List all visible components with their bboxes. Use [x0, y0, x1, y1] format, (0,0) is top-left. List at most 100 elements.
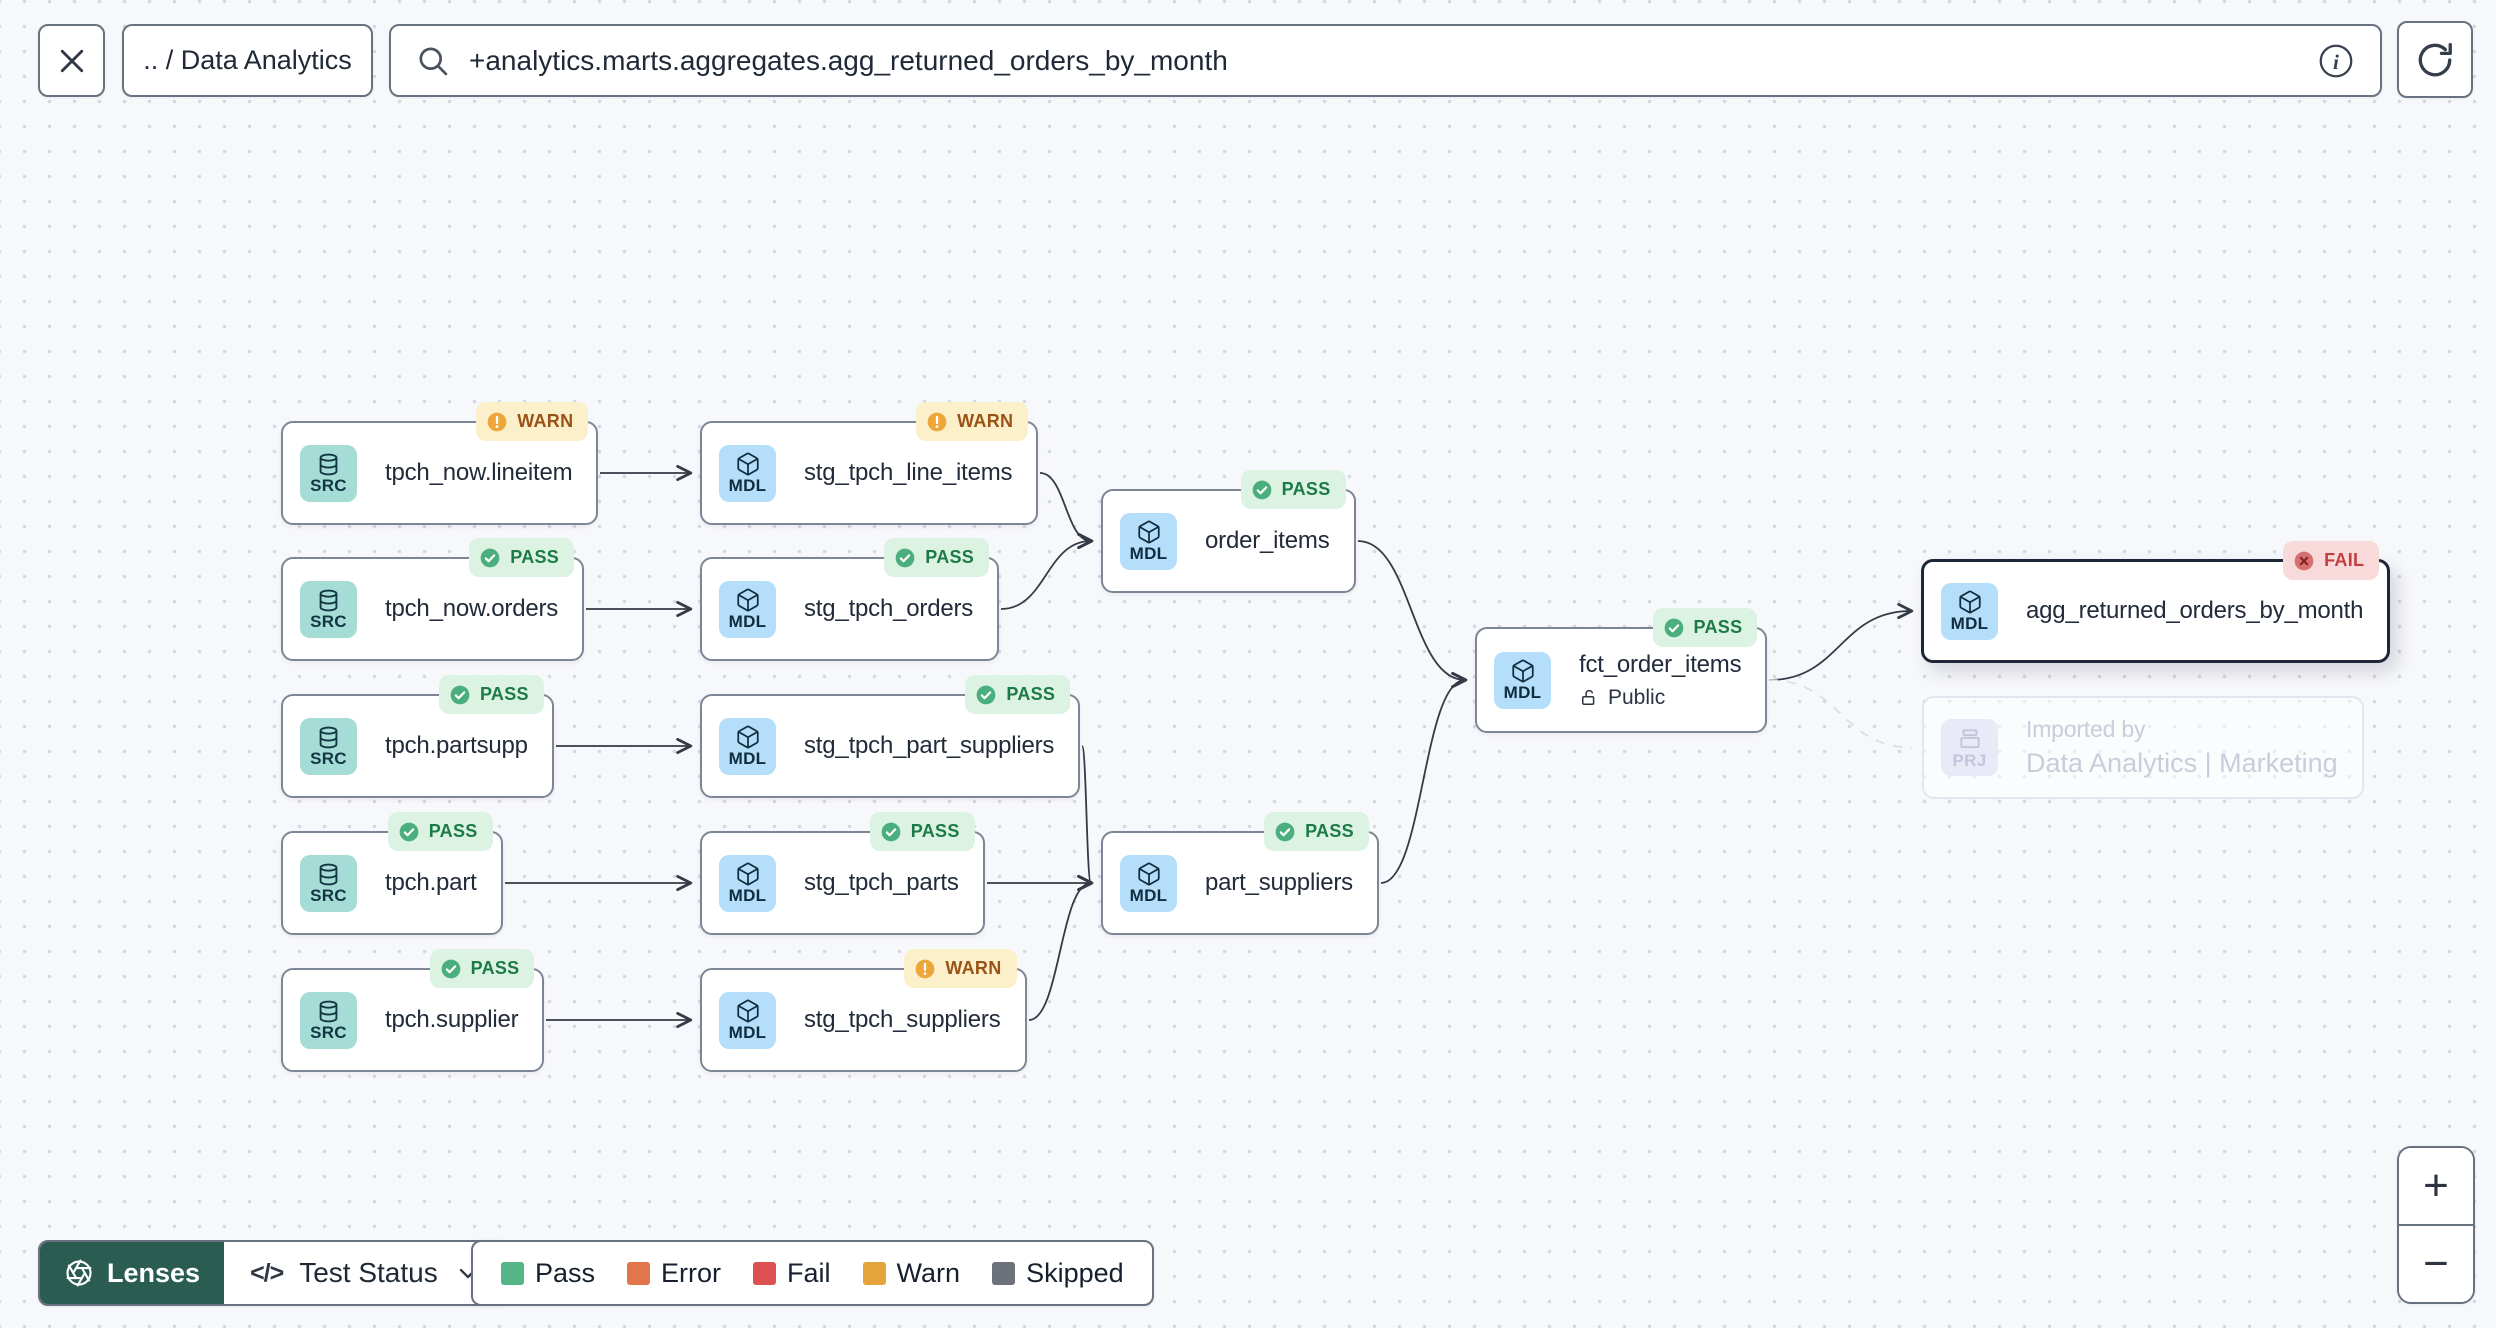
- breadcrumb-label: .. / Data Analytics: [143, 45, 352, 75]
- search-input[interactable]: [467, 43, 2300, 78]
- node-label: tpch_now.orders: [385, 595, 559, 622]
- node-labels: tpch.part: [385, 869, 477, 897]
- node-label: stg_tpch_orders: [804, 595, 974, 622]
- status-badge-pass: PASS: [1264, 812, 1369, 851]
- graph-node-part_suppliers[interactable]: MDL part_suppliers PASS: [1101, 812, 1379, 935]
- graph-node-order_items[interactable]: MDL order_items PASS: [1101, 470, 1356, 593]
- model-cube-icon: MDL: [719, 580, 776, 638]
- zoom-controls: + −: [2397, 1146, 2475, 1304]
- graph-node-agg_returned_orders_by_month[interactable]: MDL agg_returned_orders_by_month FAIL: [1921, 541, 2391, 663]
- warn-exclamation-icon: [486, 411, 508, 433]
- node-label: stg_tpch_line_items: [804, 459, 1013, 486]
- graph-node-imported_by[interactable]: PRJ Imported by Data Analytics | Marketing: [1922, 696, 2364, 799]
- model-cube-icon: MDL: [1120, 854, 1177, 912]
- graph-node-stg_tpch_parts[interactable]: MDL stg_tpch_parts PASS: [700, 812, 985, 935]
- refresh-button[interactable]: [2397, 21, 2473, 98]
- model-cube-icon: MDL: [719, 444, 776, 502]
- edge-stg_tpch_suppliers-to-part_suppliers: [1028, 875, 1094, 1021]
- legend-swatch-icon: [753, 1261, 777, 1285]
- database-icon: SRC: [300, 991, 357, 1049]
- node-labels: tpch_now.orders: [385, 595, 558, 623]
- lens-selector[interactable]: </> Test Status: [224, 1242, 508, 1304]
- close-icon: [54, 43, 90, 79]
- database-icon: SRC: [300, 444, 357, 502]
- model-cube-icon: MDL: [1120, 512, 1177, 570]
- node-label: stg_tpch_part_suppliers: [804, 732, 1055, 759]
- lens-selector-label: Test Status: [299, 1257, 438, 1288]
- status-badge-pass: PASS: [1652, 608, 1758, 647]
- graph-node-stg_tpch_orders[interactable]: MDL stg_tpch_orders PASS: [700, 538, 1000, 661]
- edge-fct_order_items-to-agg_returned_orders_by_month: [1768, 603, 1914, 681]
- node-labels: agg_returned_orders_by_month: [2026, 597, 2364, 625]
- node-labels: tpch.partsupp: [385, 732, 528, 760]
- legend-item-skipped: Skipped: [992, 1258, 1124, 1289]
- node-label: stg_tpch_parts: [804, 869, 959, 896]
- node-labels: stg_tpch_suppliers: [804, 1006, 1001, 1034]
- status-badge-pass: PASS: [884, 538, 990, 577]
- search-icon: [415, 43, 451, 79]
- pass-check-icon: [449, 684, 471, 706]
- lenses-label: Lenses: [107, 1257, 201, 1288]
- status-badge-fail: FAIL: [2283, 541, 2380, 580]
- legend-label: Fail: [787, 1257, 831, 1288]
- lens-control-group: Lenses </> Test Status: [38, 1240, 510, 1306]
- pass-check-icon: [975, 684, 997, 706]
- zoom-out-button[interactable]: −: [2399, 1224, 2473, 1302]
- status-badge-pass: PASS: [1240, 470, 1346, 509]
- node-label: order_items: [1205, 527, 1330, 554]
- node-label: part_suppliers: [1205, 869, 1353, 896]
- node-sublabel: Data Analytics | Marketing: [2026, 748, 2338, 778]
- node-label: Imported by: [2026, 716, 2146, 742]
- pass-check-icon: [398, 821, 420, 843]
- model-cube-icon: MDL: [1941, 582, 1998, 640]
- project-icon: PRJ: [1941, 719, 1998, 776]
- status-badge-pass: PASS: [869, 812, 975, 851]
- status-badge-pass: PASS: [965, 675, 1071, 714]
- legend-item-pass: Pass: [501, 1258, 595, 1289]
- search-bar[interactable]: i: [389, 24, 2382, 97]
- status-badge-pass: PASS: [469, 538, 575, 577]
- legend-item-error: Error: [627, 1258, 721, 1289]
- lenses-button[interactable]: Lenses: [40, 1242, 225, 1304]
- legend-swatch-icon: [862, 1261, 886, 1285]
- legend-label: Error: [661, 1257, 722, 1288]
- node-label: tpch.part: [385, 869, 477, 896]
- status-badge-pass: PASS: [438, 675, 544, 714]
- database-icon: SRC: [300, 580, 357, 638]
- node-label: fct_order_items: [1579, 650, 1742, 678]
- pass-check-icon: [479, 547, 501, 569]
- zoom-in-button[interactable]: +: [2399, 1148, 2473, 1224]
- model-cube-icon: MDL: [719, 854, 776, 912]
- unlock-icon: [1579, 688, 1599, 708]
- database-icon: SRC: [300, 717, 357, 775]
- breadcrumb[interactable]: .. / Data Analytics: [122, 24, 373, 97]
- edge-stg_tpch_orders-to-order_items: [1000, 533, 1094, 610]
- legend-item-fail: Fail: [753, 1258, 831, 1289]
- close-button[interactable]: [38, 24, 105, 97]
- node-labels: order_items: [1205, 527, 1330, 555]
- node-labels: part_suppliers: [1205, 869, 1353, 897]
- graph-node-tpch_partsupp[interactable]: SRC tpch.partsupp PASS: [281, 675, 554, 798]
- edge-order_items-to-fct_order_items: [1357, 540, 1468, 688]
- test-status-legend: Pass Error Fail Warn Skipped: [471, 1240, 1154, 1306]
- graph-node-tpch_now_orders[interactable]: SRC tpch_now.orders PASS: [281, 538, 585, 661]
- legend-label: Pass: [535, 1257, 596, 1288]
- node-labels: stg_tpch_part_suppliers: [804, 732, 1054, 760]
- legend-swatch-icon: [992, 1261, 1016, 1285]
- legend-label: Warn: [896, 1257, 961, 1288]
- node-label: tpch.supplier: [385, 1006, 519, 1033]
- info-icon[interactable]: i: [2316, 41, 2356, 81]
- edge-part_suppliers-to-fct_order_items: [1380, 672, 1468, 884]
- model-cube-icon: MDL: [1494, 651, 1551, 709]
- status-badge-pass: PASS: [387, 812, 493, 851]
